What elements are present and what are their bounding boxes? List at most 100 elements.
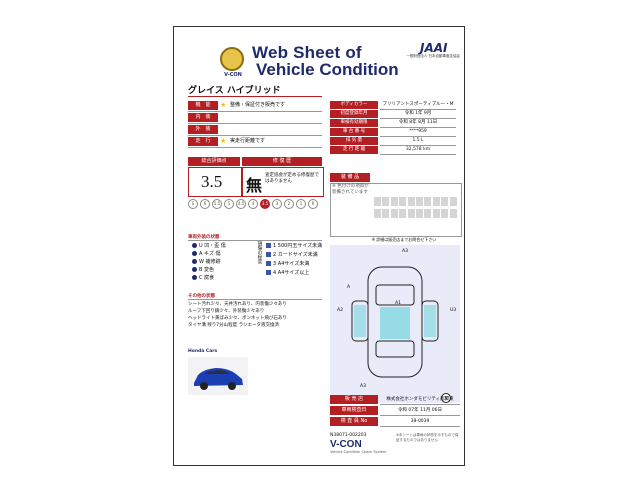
legend-text: 3 A4サイズ未満 [273, 261, 310, 267]
condition-value: 実走行距離です [230, 138, 266, 144]
diagram-label: A3 [402, 249, 408, 254]
spec-label: 車 台 番 号 [330, 128, 378, 136]
sheet-title-line2: Vehicle Condition [256, 60, 399, 79]
diagram-label: U3 [450, 308, 457, 313]
degree-square-icon [266, 270, 271, 275]
repair-history-box [242, 167, 324, 197]
equipment-label: 装 備 品 [330, 173, 370, 182]
equipment-cell [441, 209, 449, 218]
score-scale-step: R [308, 199, 318, 209]
equipment-cell [441, 197, 449, 206]
legend-bullet-icon [192, 243, 197, 248]
jaai-logo: JAAI [420, 41, 448, 55]
car-windshield [204, 370, 230, 374]
condition-label: 内 装 [188, 113, 218, 122]
equipment-cell [449, 197, 457, 206]
repair-history-label: 修 復 歴 [242, 157, 322, 166]
sheet-disclaimer: ※本シートは車両の状態を示すもので保証するものではありません [396, 433, 459, 442]
note-line: タイヤ溝 残り7分山程度 ラジエータ液交換済 [188, 323, 279, 328]
exterior-legend-title: 車両外装の状態 [188, 235, 220, 240]
note-line: ルーフ下回り錆少々、外装傷少々あり [188, 309, 265, 314]
vehicle-condition-sheet: V-CON Web Sheet of Vehicle Condition JAA… [173, 26, 465, 466]
equipment-cell [382, 209, 390, 218]
other-notes-title: その他の状態 [188, 294, 215, 299]
logo-tag: V-CON [224, 72, 242, 78]
car-name-underline [188, 96, 322, 97]
right-door-panel [424, 305, 436, 337]
spec-value: ****959 [380, 128, 456, 137]
condition-label: 外 装 [188, 125, 218, 134]
jaai-subtitle: 一般財団法人 日本自動車査定協会 [406, 54, 460, 58]
roof-panel [380, 307, 410, 339]
score-scale-step: 5.5 [212, 199, 222, 209]
dealer-info-label: 販 売 店 [330, 395, 378, 404]
legend-item: C 腐食 [192, 275, 214, 282]
condition-value: 整備・保証付き販売です [230, 102, 286, 108]
damage-degree-item: 4 A4サイズ以上 [266, 270, 309, 277]
condition-label: 走 行 [188, 137, 218, 146]
note-line: シート汚れ少々、天井汚れあり、内装傷少々あり [188, 302, 287, 307]
diagram-label: A [347, 285, 351, 290]
score-scale-step: 5 [224, 199, 234, 209]
equipment-cell [382, 197, 390, 206]
equipment-caption: ※ 詳細は販売店までお問合せ下さい [371, 237, 437, 242]
equipment-cell [449, 209, 457, 218]
spec-label: 初度登録年月 [330, 110, 378, 118]
spec-label: 排 気 量 [330, 137, 378, 145]
legend-text: W 補修跡 [199, 259, 221, 265]
serial-number: N38071-002203 [330, 433, 367, 438]
legend-text: 2 カードサイズ未満 [273, 252, 318, 258]
legend-text: 4 A4サイズ以上 [273, 270, 310, 276]
diagram-label: A1 [395, 301, 401, 306]
degree-square-icon [266, 261, 271, 266]
legend-bullet-icon [192, 275, 197, 280]
equipment-cell [390, 197, 398, 206]
repair-history-value: 無 [246, 176, 263, 195]
spec-label: 走 行 距 離 [330, 146, 378, 154]
score-scale-step: 3 [272, 199, 282, 209]
car-rear-wheel [228, 382, 236, 390]
legend-item: W 補修跡 [192, 259, 221, 266]
damage-degree-item: 3 A4サイズ未満 [266, 261, 309, 268]
dealer-brand: Honda Cars [188, 349, 218, 354]
car-body [194, 368, 243, 386]
dealer-info-value: 38-0039 [380, 417, 460, 427]
overall-score-value: 3.5 [201, 172, 223, 191]
equipment-cell [416, 209, 423, 218]
legend-text: C 腐食 [199, 275, 215, 281]
legend-item: B 変色 [192, 267, 214, 274]
diagram-label: A3 [360, 384, 366, 389]
equipment-note: ※ 色付けの項目が装備されています [332, 184, 369, 195]
legend-bullet-icon [192, 259, 197, 264]
spec-value: 令和 1年 9月 [380, 110, 456, 119]
dealer-info-value: 令和 07年 11月 06日 [380, 406, 460, 416]
star-icon: ★ [220, 137, 227, 145]
spec-value: ブリリアントスポーティブルー・M [380, 101, 456, 110]
equipment-cell [407, 197, 415, 206]
score-scale-step: 4 [248, 199, 258, 209]
legend-bullet-icon [192, 267, 197, 272]
score-scale-step: 6 [200, 199, 210, 209]
row-divider [188, 123, 322, 124]
repair-history-note: 査定協会が定める修復歴ではありません [265, 173, 319, 184]
equipment-cell [374, 209, 381, 218]
dealer-info-label: 車両検査日 [330, 406, 378, 415]
degree-square-icon [266, 243, 271, 248]
equipment-cell [424, 209, 432, 218]
car-top-view-icon [351, 266, 439, 378]
score-scale-step: 3.5 [260, 199, 270, 209]
vcon-brand: V-CON [330, 439, 362, 450]
dealer-info-value: 株式会社ホンダモビリティ南関東 [380, 395, 460, 405]
legend-text: 1 500円玉サイズ未満 [273, 243, 323, 249]
score-scale-step: 4.5 [236, 199, 246, 209]
spec-value: 1.5 L [380, 137, 456, 146]
condition-label: 機 能 [188, 101, 218, 110]
vcon-brand-subtitle: Vehicle Condition Check System [330, 450, 387, 454]
legend-text: U 凹・歪 傷 [199, 243, 226, 249]
equipment-cell [399, 197, 407, 206]
damage-degree-title: 損傷の程度 [257, 241, 262, 264]
legend-text: B 変色 [199, 267, 215, 273]
damage-degree-item: 2 カードサイズ未満 [266, 252, 318, 259]
equipment-cell [432, 197, 440, 206]
legend-bullet-icon [192, 251, 197, 256]
